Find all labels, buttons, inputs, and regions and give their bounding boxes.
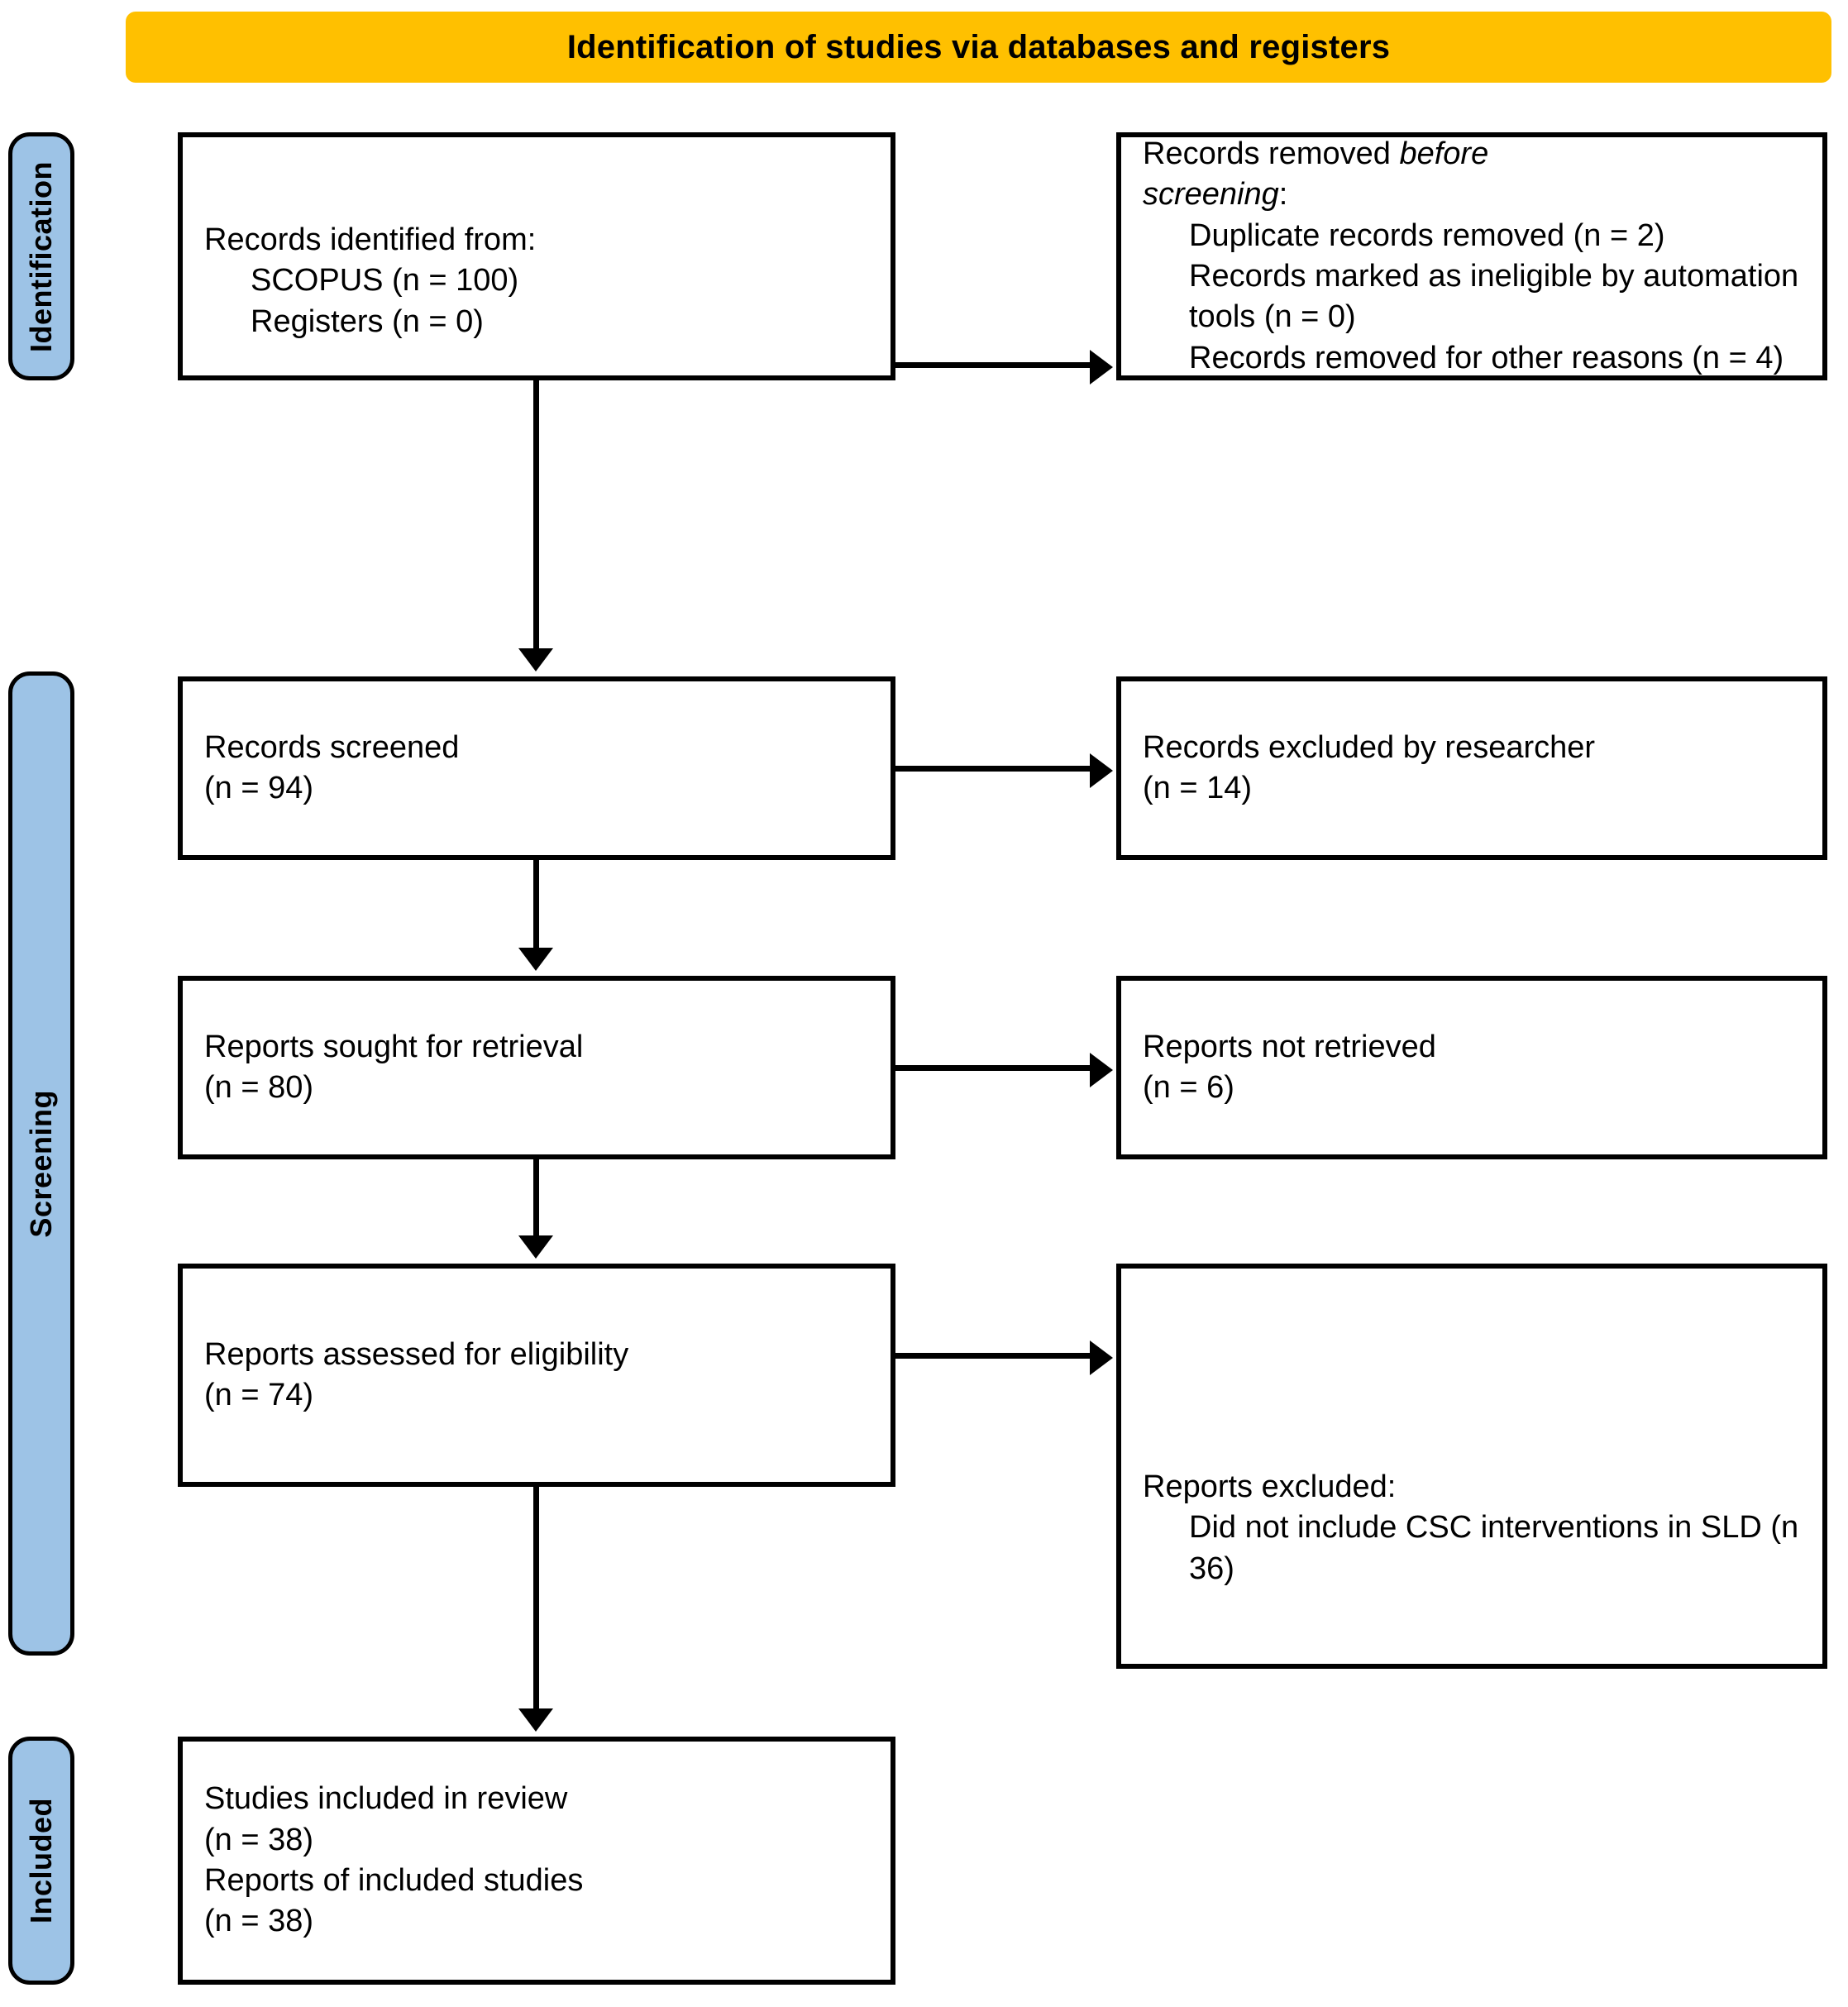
reports-assessed-count: (n = 74) — [204, 1378, 314, 1412]
stage-label-identification-text: Identification — [24, 160, 58, 352]
connector-sought-to-notretrieved — [895, 1065, 1094, 1071]
records-excluded-label: Records excluded by researcher — [1143, 729, 1596, 765]
connector-screened-to-sought — [533, 860, 539, 953]
arrowhead-assessed-to-repexcluded — [1090, 1340, 1113, 1375]
reports-included-count: (n = 38) — [204, 1904, 314, 1939]
records-removed-automation: Records marked as ineligible by automati… — [1189, 259, 1807, 335]
arrowhead-identified-to-screened — [518, 648, 553, 671]
records-identified-heading: Records identified from: — [204, 222, 537, 257]
studies-included-count: (n = 38) — [204, 1822, 314, 1857]
arrowhead-sought-to-notretrieved — [1090, 1053, 1113, 1087]
stage-label-screening: Screening — [8, 671, 74, 1656]
arrowhead-screened-to-sought — [518, 948, 553, 971]
records-removed-heading: Records removed before — [1143, 134, 1801, 174]
stage-label-screening-text: Screening — [24, 1089, 58, 1238]
records-excluded-count: (n = 14) — [1143, 771, 1253, 805]
records-removed-duplicates: Duplicate records removed (n = 2) — [1189, 217, 1665, 253]
records-screened-count: (n = 94) — [204, 771, 314, 805]
records-removed-heading-colon: : — [1278, 177, 1288, 213]
diagram-header-banner: Identification of studies via databases … — [126, 12, 1831, 83]
records-identified-scopus: SCOPUS (n = 100) — [251, 263, 519, 299]
arrowhead-screened-to-excluded — [1090, 753, 1113, 788]
records-removed-heading-a: Records removed — [1143, 136, 1400, 171]
reports-not-retrieved-label: Reports not retrieved — [1143, 1029, 1436, 1064]
studies-included-label: Studies included in review — [204, 1781, 568, 1817]
stage-label-included: Included — [8, 1737, 74, 1985]
reports-not-retrieved-count: (n = 6) — [1143, 1070, 1234, 1105]
connector-screened-to-excluded — [895, 766, 1094, 772]
box-records-screened: Records screened (n = 94) — [178, 676, 895, 860]
page-title: Identification of studies via databases … — [566, 29, 1391, 65]
records-removed-heading-before: before — [1399, 136, 1489, 171]
box-reports-excluded: Reports excluded: Did not include CSC in… — [1116, 1264, 1827, 1669]
arrowhead-identified-to-removed — [1090, 350, 1113, 385]
box-reports-not-retrieved: Reports not retrieved (n = 6) — [1116, 976, 1827, 1159]
reports-sought-count: (n = 80) — [204, 1070, 314, 1105]
connector-assessed-to-repexcluded — [895, 1353, 1094, 1359]
reports-excluded-reason: Did not include CSC interventions in SLD… — [1189, 1510, 1807, 1586]
reports-excluded-heading: Reports excluded: — [1143, 1469, 1397, 1504]
arrowhead-sought-to-assessed — [518, 1235, 553, 1259]
arrowhead-assessed-to-included — [518, 1708, 553, 1732]
reports-assessed-label: Reports assessed for eligibility — [204, 1336, 629, 1372]
connector-sought-to-assessed — [533, 1159, 539, 1240]
box-records-excluded: Records excluded by researcher (n = 14) — [1116, 676, 1827, 860]
connector-assessed-to-included — [533, 1487, 539, 1713]
connector-identified-to-screened — [533, 380, 539, 653]
stage-label-included-text: Included — [24, 1797, 58, 1923]
box-records-identified: Records identified from: SCOPUS (n = 100… — [178, 132, 895, 380]
box-records-removed-before-screening: Records removed before screening: Duplic… — [1116, 132, 1827, 380]
reports-included-label: Reports of included studies — [204, 1863, 584, 1898]
reports-sought-label: Reports sought for retrieval — [204, 1029, 584, 1064]
records-removed-heading-2: screening: — [1143, 174, 1801, 215]
records-removed-heading-screening: screening — [1143, 177, 1279, 213]
box-reports-sought: Reports sought for retrieval (n = 80) — [178, 976, 895, 1159]
box-reports-assessed: Reports assessed for eligibility (n = 74… — [178, 1264, 895, 1487]
box-studies-included: Studies included in review (n = 38) Repo… — [178, 1737, 895, 1985]
stage-label-identification: Identification — [8, 132, 74, 380]
records-removed-other: Records removed for other reasons (n = 4… — [1189, 340, 1784, 375]
connector-identified-to-removed — [895, 362, 1094, 368]
records-identified-registers: Registers (n = 0) — [251, 303, 484, 339]
records-screened-label: Records screened — [204, 729, 460, 765]
